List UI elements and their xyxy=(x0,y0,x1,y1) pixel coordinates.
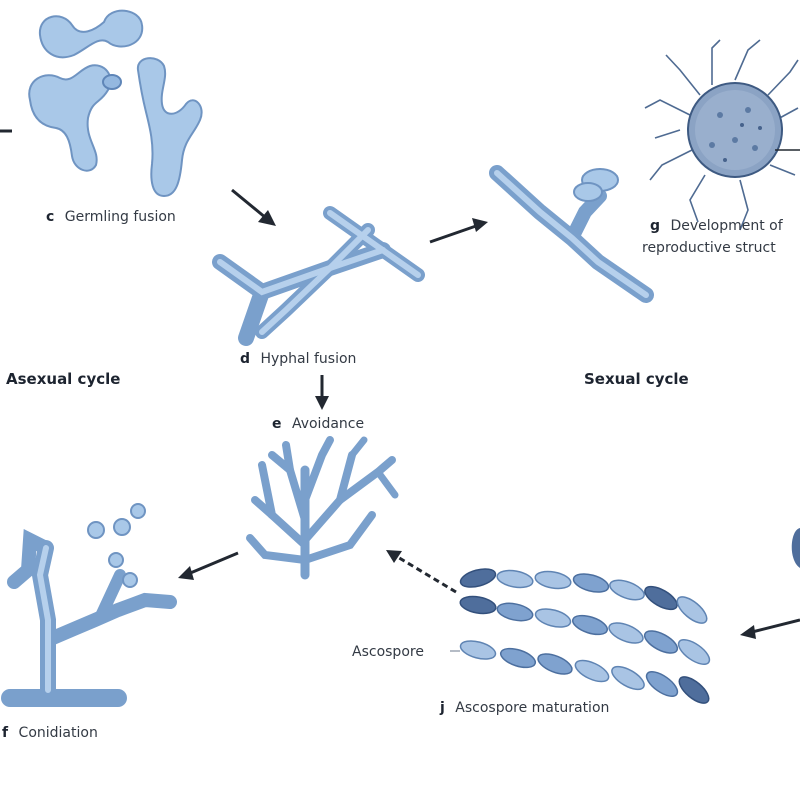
ascospore-rows xyxy=(459,568,711,704)
conidiation-illustration xyxy=(1,503,177,707)
avoidance-letter: e xyxy=(272,416,282,432)
svg-text:e Avoidance: e Avoidance xyxy=(272,416,364,432)
hyphal-fusion-label: Hyphal fusion xyxy=(260,351,356,367)
sexual-hyphae-illustration xyxy=(489,165,654,303)
svg-text:j Ascospore maturation: j Ascospore maturation xyxy=(439,700,609,716)
arrow-avoidance-to-conidiation xyxy=(178,551,239,580)
germling-fusion-label: Germling fusion xyxy=(65,209,176,225)
arrow-ascospore-to-avoidance xyxy=(386,550,457,594)
development-label: Development of xyxy=(670,218,783,234)
svg-text:c Germling fusion: c Germling fusion xyxy=(46,209,176,225)
sexual-cycle-label: Sexual cycle xyxy=(584,370,689,388)
svg-text:g Development of: g Development of xyxy=(650,218,784,234)
development-label-line2: reproductive struct xyxy=(642,240,776,256)
hyphal-fusion-letter: d xyxy=(240,351,250,367)
arrow-hyphal-to-sexual xyxy=(429,218,488,244)
development-letter: g xyxy=(650,218,660,234)
asexual-cycle-label: Asexual cycle xyxy=(6,370,120,388)
perithecium-illustration xyxy=(644,39,799,231)
arrow-right-to-ascospores xyxy=(740,618,800,639)
conidiation-label: Conidiation xyxy=(19,725,98,741)
ascospore-maturation-label: Ascospore maturation xyxy=(455,700,609,716)
avoidance-label: Avoidance xyxy=(292,416,364,432)
arrow-germling-to-hyphal xyxy=(231,188,276,226)
avoidance-illustration xyxy=(246,436,399,580)
hyphal-fusion-illustration xyxy=(212,206,425,346)
ascospore-label: Ascospore xyxy=(352,644,424,660)
svg-text:f Conidiation: f Conidiation xyxy=(2,725,98,741)
conidiation-letter: f xyxy=(2,725,9,741)
offscreen-structure-right xyxy=(791,528,800,568)
germling-fusion-illustration xyxy=(28,9,203,198)
ascospore-maturation-letter: j xyxy=(439,700,445,716)
svg-text:d Hyphal fusion: d Hyphal fusion xyxy=(240,351,356,367)
arrow-hyphal-to-avoidance xyxy=(315,375,329,410)
germling-fusion-letter: c xyxy=(46,209,54,225)
